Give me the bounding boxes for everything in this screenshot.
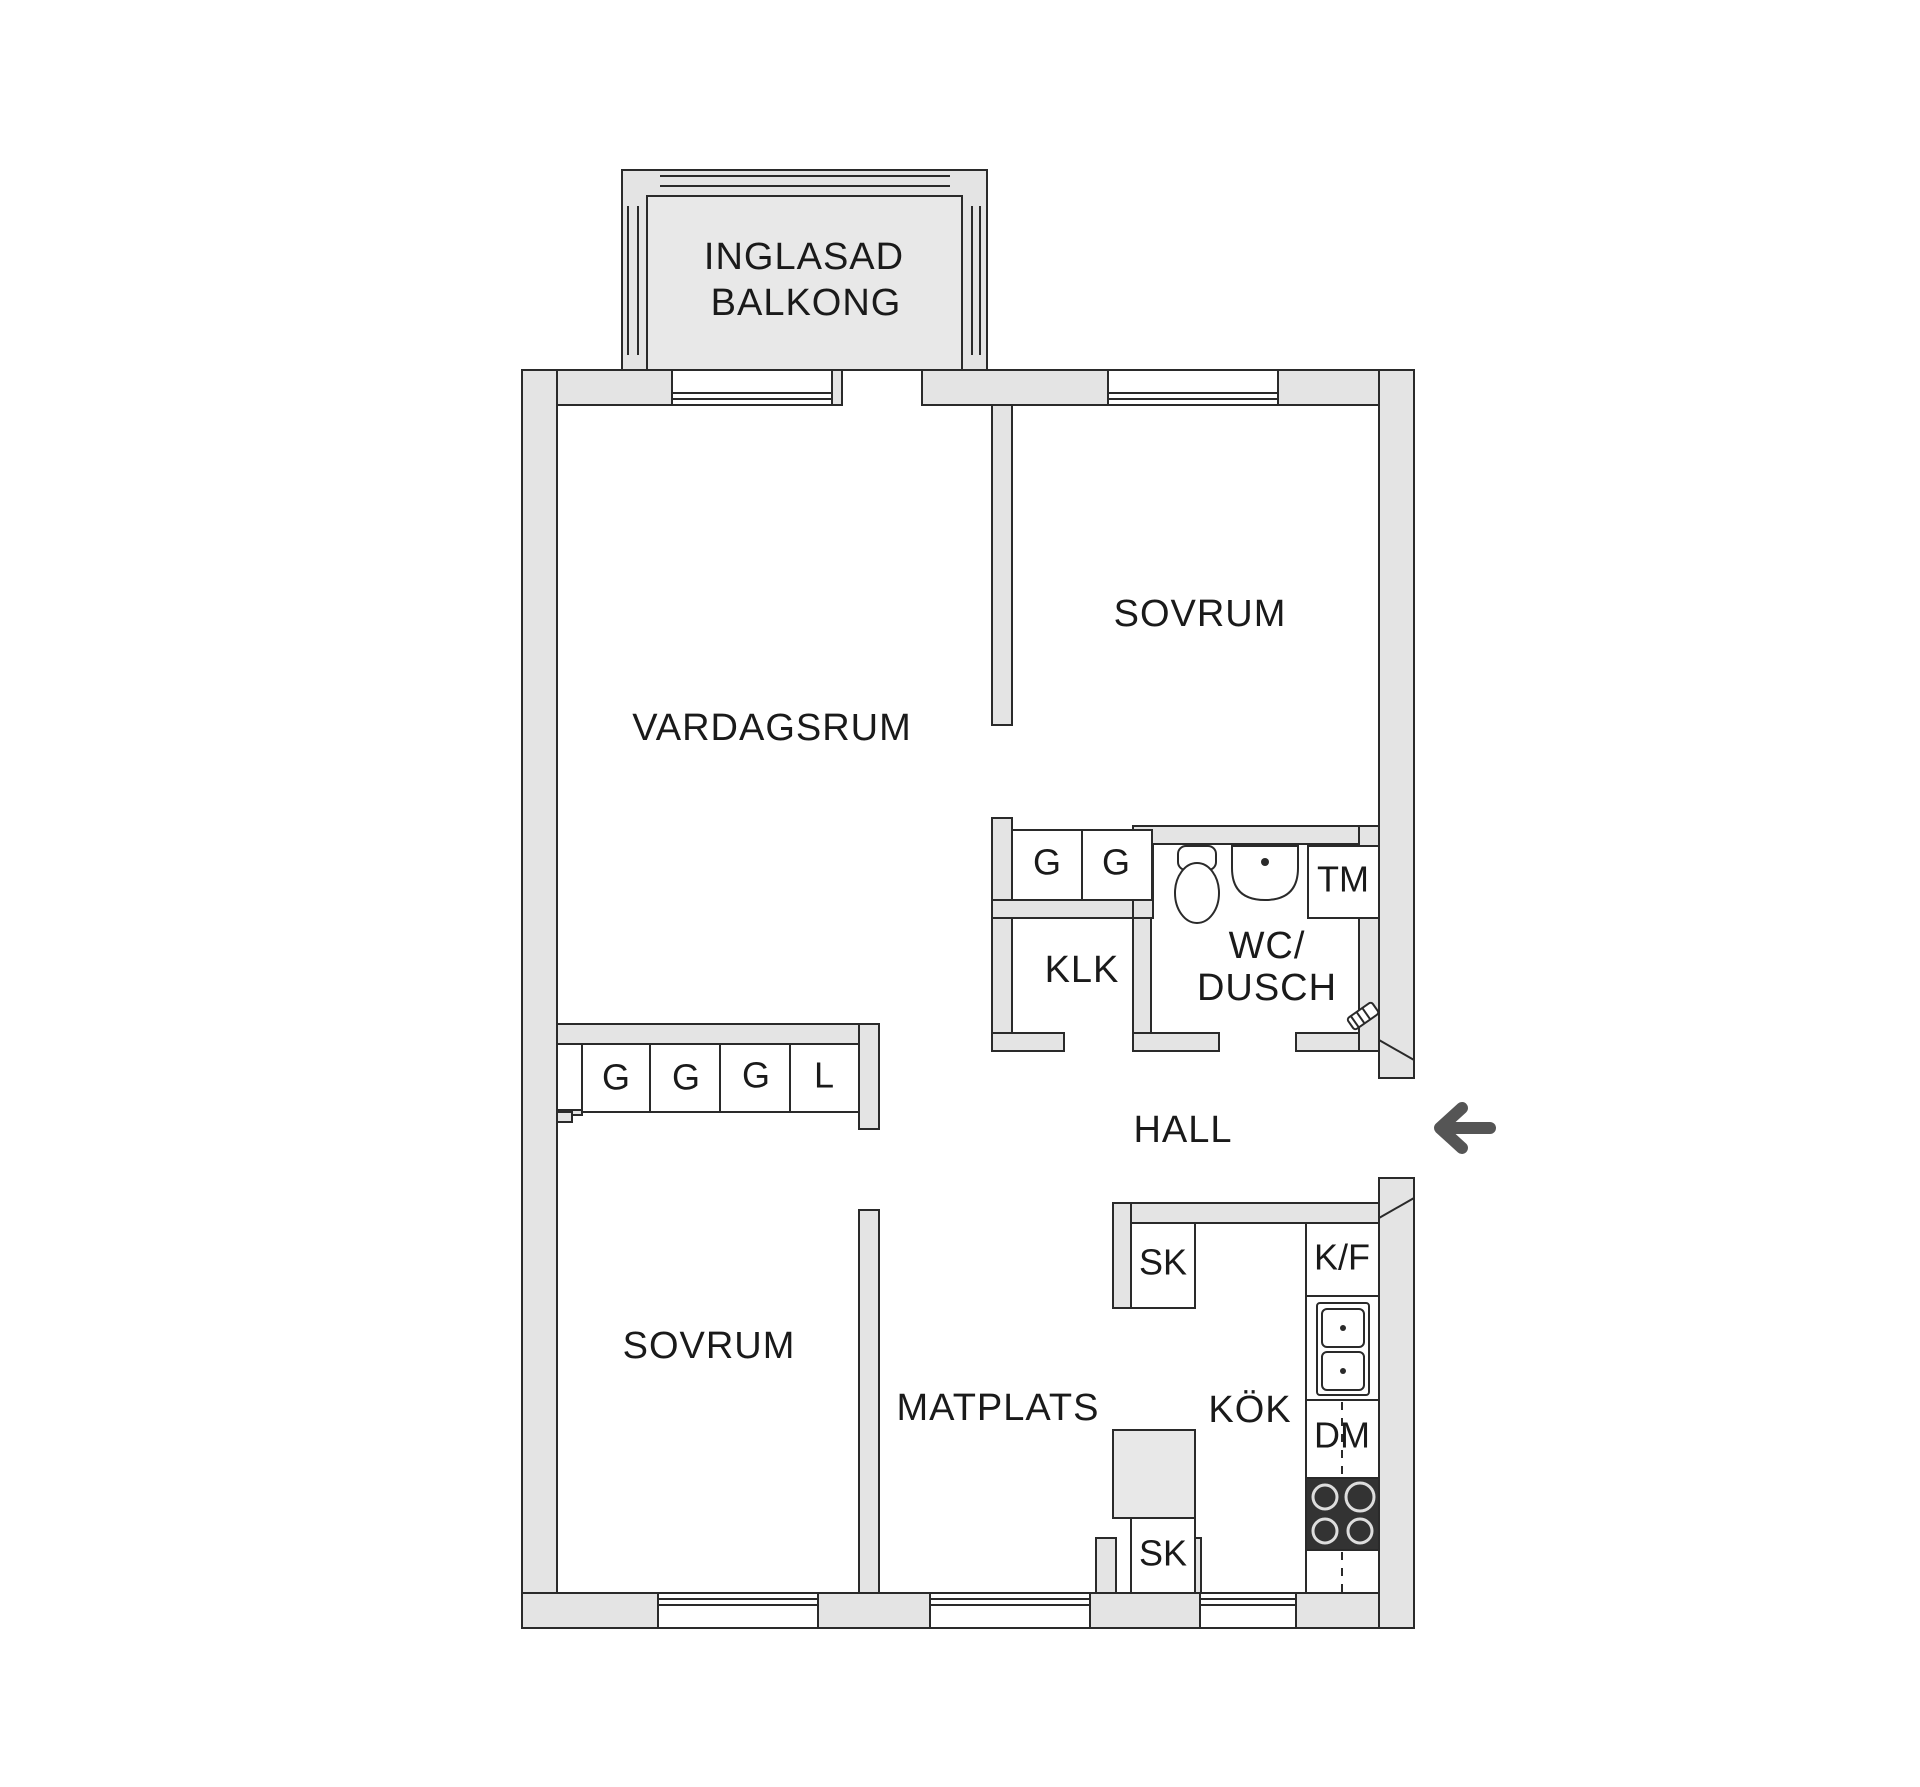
- wardrobe-row-bedroom: G G G L: [581, 1043, 860, 1113]
- window-living: [671, 369, 833, 406]
- washbasin-icon: [1231, 845, 1299, 902]
- closet-label: KLK: [1045, 949, 1120, 991]
- windows: [657, 369, 1297, 1629]
- wardrobe-hall-2: [1081, 829, 1153, 901]
- wardrobe-label: G: [672, 1057, 700, 1098]
- wardrobe-label: G: [1033, 842, 1061, 883]
- wardrobe-label: G: [742, 1055, 770, 1096]
- living-room-label: VARDAGSRUM: [632, 707, 912, 749]
- bedroom-label: SOVRUM: [1114, 593, 1287, 635]
- window-dining: [929, 1592, 1091, 1629]
- bathroom-fixtures: TM: [1174, 845, 1380, 1031]
- wardrobe-label: G: [602, 1057, 630, 1098]
- kitchen-label: KÖK: [1208, 1389, 1291, 1431]
- room-labels: INGLASAD BALKONG VARDAGSRUM SOVRUM KLK W…: [623, 236, 1337, 1431]
- toilet-icon: [1174, 845, 1220, 924]
- pantry-label: SK: [1139, 1242, 1187, 1283]
- window-kitchen: [1199, 1592, 1297, 1629]
- wardrobe-bed-1: [581, 1043, 651, 1113]
- bathroom-label: WC/: [1229, 925, 1306, 967]
- balcony: [621, 169, 988, 371]
- bathroom-label: DUSCH: [1197, 967, 1337, 1009]
- kitchen-sink-icon: [1316, 1302, 1370, 1396]
- balcony-label: BALKONG: [711, 282, 902, 324]
- washer-label: TM: [1317, 859, 1369, 900]
- linen-label: L: [814, 1055, 834, 1096]
- fridge-freezer: [1305, 1222, 1380, 1297]
- stove-icon: [1305, 1477, 1380, 1551]
- wardrobe-label: G: [1102, 842, 1130, 883]
- entrance-arrow-icon: [1434, 1102, 1496, 1154]
- linen-cabinet: [789, 1043, 860, 1113]
- fridge-label: K/F: [1314, 1237, 1370, 1278]
- interior-walls: [556, 404, 1380, 1594]
- pantry-label: SK: [1139, 1533, 1187, 1574]
- kitchen-fixtures: SK K/F DM SK: [1112, 1222, 1380, 1594]
- pantry-top: [1130, 1222, 1196, 1309]
- dining-label: MATPLATS: [897, 1387, 1100, 1429]
- bedroom-label: SOVRUM: [623, 1325, 796, 1367]
- washing-machine: [1307, 845, 1380, 919]
- shower-icon: [1346, 1001, 1380, 1031]
- window-bedroom-top: [1107, 369, 1279, 406]
- window-bedroom-bottom: [657, 1592, 819, 1629]
- balcony-label: INGLASAD: [704, 236, 904, 278]
- hall-label: HALL: [1133, 1109, 1232, 1151]
- kitchen-counter: [1112, 1429, 1196, 1519]
- wardrobe-row-hall: G G: [1011, 829, 1153, 901]
- pantry-bottom: [1130, 1517, 1196, 1594]
